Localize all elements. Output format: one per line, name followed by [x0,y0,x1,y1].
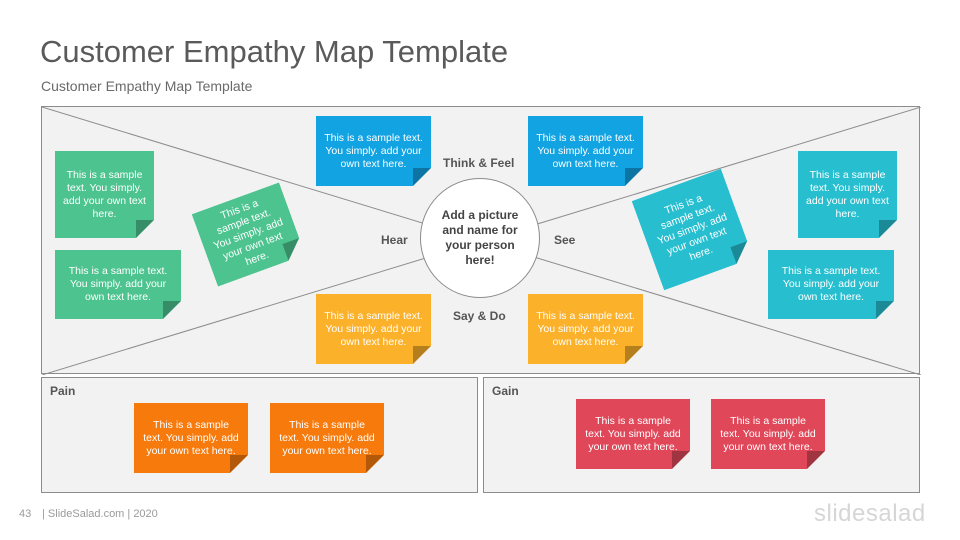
sticky-note-text: This is a sample text. You simply. add y… [781,265,881,303]
sticky-note-text: This is a sample text. You simply. add y… [143,418,239,457]
slidesalad-logo: slidesalad [814,500,926,527]
pain-label: Pain [50,384,76,398]
sticky-note-text: This is a sample text. You simply. add y… [63,168,146,220]
sticky-note-see[interactable]: This is a sample text. You simply. add y… [768,250,894,319]
sticky-note-text: This is a sample text. You simply. add y… [536,309,635,348]
footer-credit: | SlideSalad.com | 2020 [42,508,158,520]
sticky-note-think-feel[interactable]: This is a sample text. You simply. add y… [316,116,431,186]
sticky-note-gain[interactable]: This is a sample text. You simply. add y… [576,399,690,469]
sticky-note-see[interactable]: This is a sample text. You simply. add y… [798,151,897,238]
sticky-note-say-do[interactable]: This is a sample text. You simply. add y… [316,294,431,364]
sticky-note-think-feel[interactable]: This is a sample text. You simply. add y… [528,116,643,186]
pain-panel: Pain [41,377,478,493]
say-do-label: Say & Do [453,309,506,323]
sticky-note-pain[interactable]: This is a sample text. You simply. add y… [134,403,248,473]
think-feel-label: Think & Feel [443,156,515,170]
hear-label: Hear [381,233,408,247]
page-number: 43 [19,508,32,520]
sticky-note-pain[interactable]: This is a sample text. You simply. add y… [270,403,384,473]
sticky-note-text: This is a sample text. You simply. add y… [68,265,168,303]
sticky-note-text: This is a sample text. You simply. add y… [279,418,375,457]
sticky-note-text: This is a sample text. You simply. add y… [324,309,423,348]
see-label: See [554,233,576,247]
sticky-note-text: This is a sample text. You simply. add y… [655,192,729,264]
persona-circle-text: Add a picture and name for your person h… [441,208,519,267]
sticky-note-hear[interactable]: This is a sample text. You simply. add y… [55,151,154,238]
sticky-note-text: This is a sample text. You simply. add y… [536,131,635,170]
sticky-note-text: This is a sample text. You simply. add y… [585,414,681,453]
sticky-note-text: This is a sample text. You simply. add y… [720,414,816,453]
gain-label: Gain [492,384,519,398]
persona-circle[interactable]: Add a picture and name for your person h… [420,178,540,298]
sticky-note-text: This is a sample text. You simply. add y… [324,131,423,170]
sticky-note-hear[interactable]: This is a sample text. You simply. add y… [55,250,181,319]
gain-panel: Gain [483,377,920,493]
slide-subtitle: Customer Empathy Map Template [41,78,253,94]
sticky-note-gain[interactable]: This is a sample text. You simply. add y… [711,399,825,469]
sticky-note-say-do[interactable]: This is a sample text. You simply. add y… [528,294,643,364]
sticky-note-text: This is a sample text. You simply. add y… [806,168,889,220]
slide-title: Customer Empathy Map Template [40,34,509,69]
